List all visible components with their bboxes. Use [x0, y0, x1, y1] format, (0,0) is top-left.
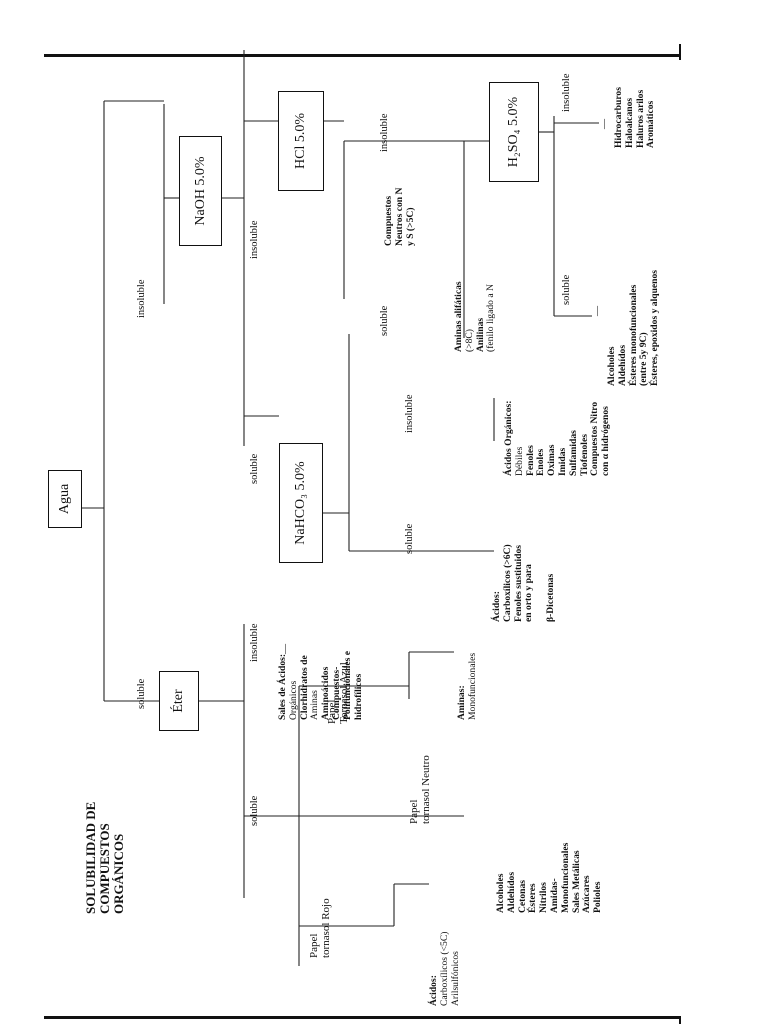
eter-insoluble-label: insoluble	[249, 623, 260, 663]
bottom-border-rule	[44, 1016, 680, 1019]
group-line: en orto y para	[523, 564, 535, 622]
group-aminas-azul: Aminas:Monofuncionales	[456, 652, 479, 720]
eter-node: Éter	[159, 671, 199, 731]
agua-node: Agua	[48, 470, 82, 528]
group-line: Carboxílicos (>6C)	[501, 544, 513, 622]
nahco3-insoluble-label: insoluble	[404, 394, 415, 434]
group-line: Aldehídos	[616, 344, 628, 386]
group-line: Ésteres, epoxidos y alquenos	[649, 269, 661, 386]
group-line: β-Dicetonas	[544, 573, 556, 622]
group-line: Sulfamidas	[567, 430, 579, 476]
group-line: y S (>5C)	[404, 207, 416, 246]
group-aminas-hcl: Aminas alifáticas(>8C)Anilinas(fenilo li…	[453, 281, 497, 352]
group-line: Aldehídos	[505, 871, 517, 913]
h2so4-insoluble-label: insoluble	[561, 73, 572, 113]
naoh-soluble-label: soluble	[249, 453, 260, 484]
naoh-insoluble-label: insoluble	[249, 220, 260, 260]
title-line-1: SOLUBILIDAD DE	[83, 801, 98, 914]
right-bottom-tick	[679, 1016, 681, 1024]
group-acidos-bicarb: Ácidos:Carboxílicos (>6C)Fenoles sustitu…	[491, 544, 557, 622]
h2so4-insoluble-tick: —	[599, 119, 610, 129]
group-line: Arilsulfónicos	[449, 951, 461, 1006]
group-line: Aromáticos	[645, 100, 657, 148]
nahco3-node: NaHCO₃ 5.0%	[279, 443, 323, 563]
group-line: (fenilo ligado a N	[485, 284, 497, 352]
eter-soluble-label: soluble	[249, 795, 260, 826]
group-line: con α hidrógenos	[600, 406, 612, 476]
title-block: SOLUBILIDAD DE COMPUESTOS ORGÁNICOS	[83, 802, 214, 914]
top-border-rule	[44, 54, 680, 57]
title-line-3: ORGÁNICOS	[111, 833, 126, 914]
group-line: Débiles	[513, 446, 525, 476]
naoh-node: NaOH 5.0%	[179, 136, 222, 246]
connector-lines	[82, 50, 599, 966]
hcl-soluble-label: soluble	[379, 305, 390, 336]
group-line: Neutros con N	[393, 187, 405, 246]
group-line: (>8C)	[463, 329, 475, 352]
group-line: Polifuncionales e	[341, 650, 353, 720]
rotated-flowchart: Agua NaOH 5.0% Éter NaHCO₃ 5.0% HCl 5.0%…	[44, 50, 674, 1016]
agua-soluble-label: soluble	[136, 678, 147, 709]
hcl-insoluble-label: insoluble	[379, 113, 390, 153]
group-line: Haloalcanos	[623, 97, 635, 148]
right-top-tick	[679, 44, 681, 60]
h2so4-soluble-label: soluble	[561, 274, 572, 305]
group-line: hidrofílicos	[352, 673, 364, 720]
group-acidos-rojo: Ácidos:Carboxílicos (<5C)Arilsulfónicos	[428, 931, 461, 1006]
agua-insoluble-label: insoluble	[136, 279, 147, 319]
h2so4-node: H₂SO₄ 5.0%	[489, 82, 539, 182]
title-line-2: COMPUESTOS	[97, 823, 112, 914]
group-line: Polioles	[592, 881, 604, 913]
h2so4-soluble-tick: —	[592, 306, 603, 316]
hcl-node: HCl 5.0%	[278, 91, 324, 191]
nahco3-soluble-label: soluble	[404, 523, 415, 554]
group-line: Monofuncionales	[559, 842, 571, 913]
group-line: Monofuncionales	[466, 652, 478, 720]
group-line: Carboxílicos (<5C)	[438, 931, 450, 1006]
group-line: Orgánicos	[287, 680, 299, 720]
